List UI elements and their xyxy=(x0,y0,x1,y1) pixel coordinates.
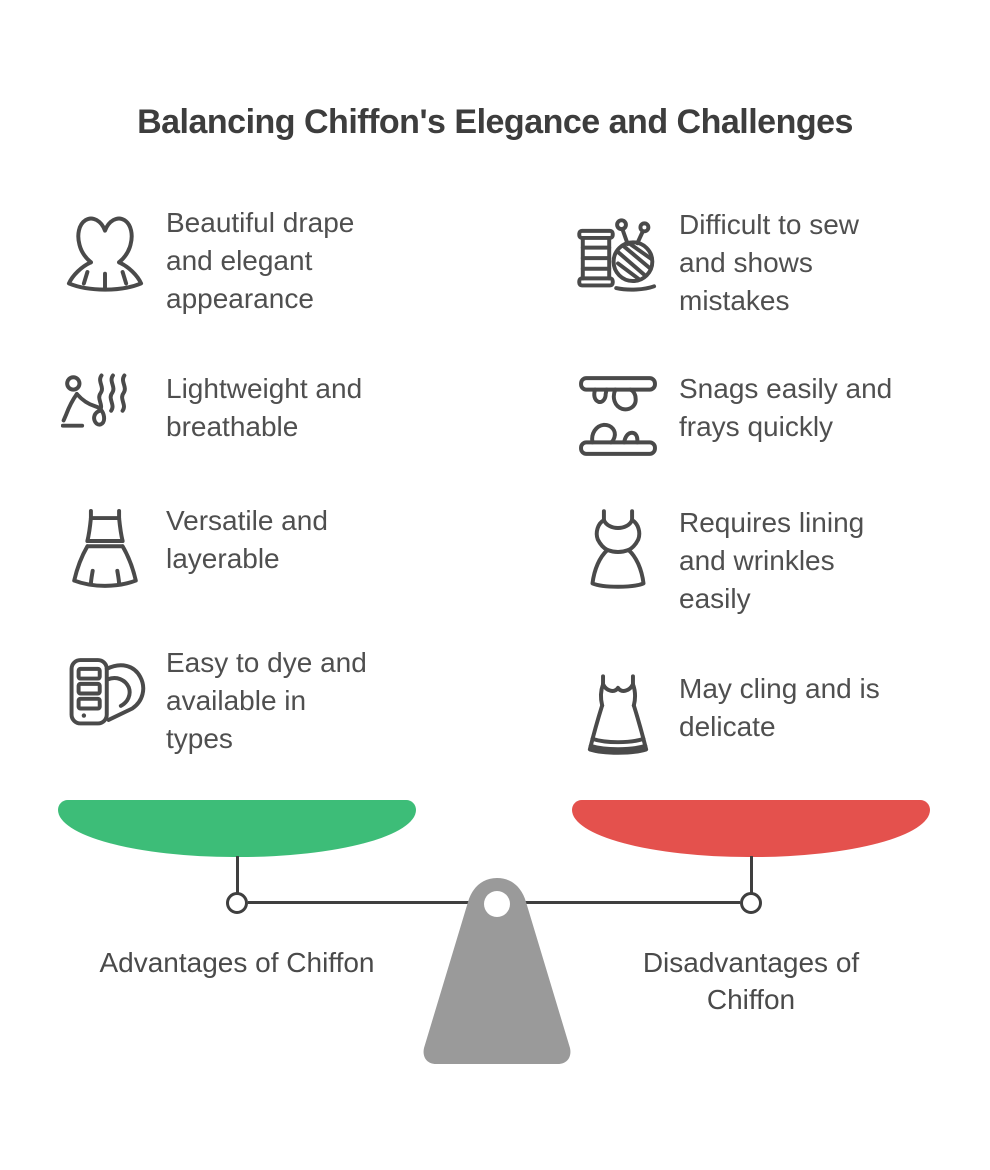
disadvantage-item: Difficult to sew and shows mistakes xyxy=(573,204,859,320)
advantage-text: Beautiful drape and elegant appearance xyxy=(166,207,355,314)
fulcrum xyxy=(423,878,571,1064)
disadvantage-text: May cling and is delicate xyxy=(679,673,880,742)
disadvantage-text: Requires lining and wrinkles easily xyxy=(679,507,865,614)
advantages-pan xyxy=(58,800,416,857)
disadvantage-text: Difficult to sew and shows mistakes xyxy=(679,209,859,316)
advantages-label: Advantages of Chiffon xyxy=(99,947,375,978)
right-stem xyxy=(750,856,753,893)
advantage-item: Versatile and layerable xyxy=(60,500,328,596)
disadvantages-pan xyxy=(572,800,930,857)
advantage-item: Beautiful drape and elegant appearance xyxy=(60,202,354,318)
page-title: Balancing Chiffon's Elegance and Challen… xyxy=(137,102,853,141)
advantage-text: Versatile and layerable xyxy=(166,505,328,574)
disadvantages-label: Disadvantages of Chiffon xyxy=(642,947,860,1015)
strappy-dress-icon xyxy=(573,668,663,764)
advantage-text: Easy to dye and available in types xyxy=(166,647,367,754)
color-swatches-icon xyxy=(60,642,150,738)
left-pivot-ring xyxy=(226,892,248,914)
left-stem xyxy=(236,856,239,893)
torn-fabric-icon xyxy=(573,368,663,464)
disadvantage-text: Snags easily and frays quickly xyxy=(679,373,893,442)
tutu-dress-icon xyxy=(60,202,150,298)
person-breeze-icon xyxy=(60,368,150,464)
disadvantage-item: May cling and is delicate xyxy=(573,668,880,764)
camisole-dress-icon xyxy=(573,502,663,598)
disadvantage-item: Requires lining and wrinkles easily xyxy=(573,502,864,618)
advantage-item: Lightweight and breathable xyxy=(60,368,362,464)
disadvantage-item: Snags easily and frays quickly xyxy=(573,368,892,464)
advantage-text: Lightweight and breathable xyxy=(166,373,363,442)
right-pivot-ring xyxy=(740,892,762,914)
advantage-item: Easy to dye and available in types xyxy=(60,642,367,758)
flared-dress-icon xyxy=(60,500,150,596)
thread-spool-yarn-icon xyxy=(573,204,663,300)
